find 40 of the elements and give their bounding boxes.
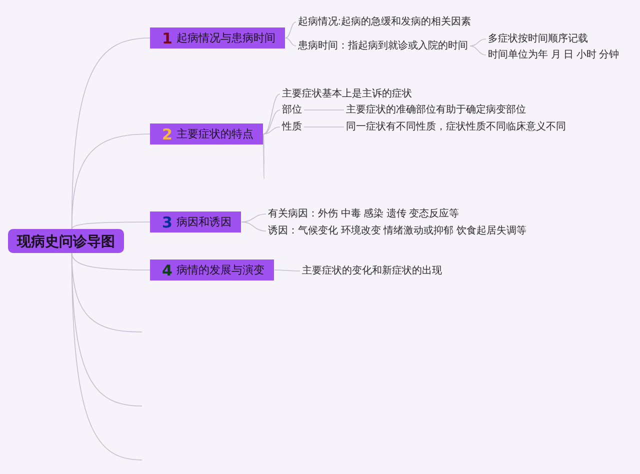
branch-text: 主要症状的准确部位有助于确定病变部位 <box>344 104 528 116</box>
branch-line <box>304 126 344 128</box>
branch-text: 患病时间：指起病到就诊或入院的时间 <box>296 40 470 52</box>
topic-box <box>150 28 286 48</box>
branch-line <box>263 126 280 134</box>
branch-line <box>263 94 280 134</box>
branch-line <box>274 270 300 272</box>
branch-text: 部位 <box>280 104 304 116</box>
topic-box <box>150 260 274 280</box>
branch-line <box>470 46 486 56</box>
branch-line <box>285 22 296 38</box>
branch-text: 起病情况:起病的急缓和发病的相关因素 <box>296 16 473 28</box>
branch-line <box>71 252 142 460</box>
branch-text: 有关病因：外伤 中毒 感染 遗传 变态反应等 <box>266 208 462 220</box>
branch-text: 主要症状的变化和新症状的出现 <box>300 264 444 278</box>
branch-line <box>285 38 296 46</box>
branch-line <box>241 214 266 222</box>
branch-line <box>470 38 486 46</box>
root-topic-box: 现病史问诊导图 <box>8 229 124 253</box>
topic-number: 3 <box>162 213 172 231</box>
topic-box <box>150 212 242 232</box>
branch-text: 主要症状基本上是主诉的症状 <box>280 88 414 100</box>
branch-line <box>71 222 150 230</box>
branch-line <box>263 110 280 134</box>
topic-box <box>150 124 264 144</box>
topic-label: 病因和诱因 <box>176 215 232 229</box>
branch-text: 诱因：气候变化 环境改变 情绪激动或抑郁 饮食起居失调等 <box>266 224 528 238</box>
topic-number: 2 <box>162 125 172 143</box>
branch-text: 同一症状有不同性质，症状性质不同临床意义不同 <box>344 120 568 134</box>
branch-text: 多症状按时间顺序记载 <box>486 32 590 46</box>
topic-label: 病情的发展与演变 <box>176 263 264 277</box>
topic-label: 起病情况与患病时间 <box>176 31 276 45</box>
branch-text: 时间单位为年 月 日 小时 分钟 <box>486 48 622 62</box>
topic-number: 1 <box>162 29 172 47</box>
branch-line <box>241 222 266 232</box>
topic-number: 4 <box>162 261 172 279</box>
branch-line <box>71 134 150 230</box>
branch-line <box>71 252 150 270</box>
topic-label: 主要症状的特点 <box>176 127 254 141</box>
branch-text: 性质 <box>280 120 304 134</box>
